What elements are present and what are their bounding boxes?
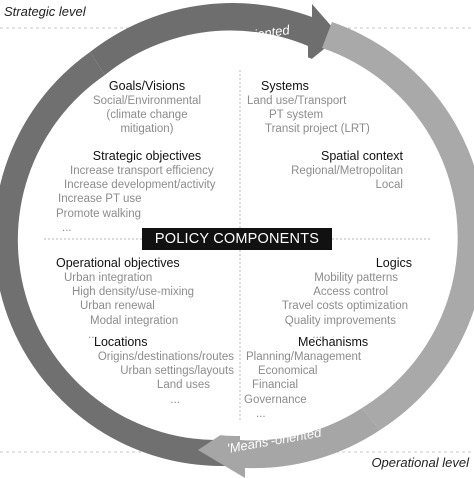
systems-item: Land use/Transport — [247, 95, 347, 107]
goals-visions-block: Goals/Visions Social/Environmental (clim… — [62, 79, 232, 137]
systems-block: Systems Land use/Transport PT system Tra… — [247, 79, 377, 137]
strategic-objective-item: ... — [62, 221, 72, 234]
logic-item: Access control — [313, 286, 388, 299]
spatial-context-block: Spatial context Regional/Metropolitan Lo… — [250, 149, 403, 192]
location-item: Origins/destinations/routes — [97, 351, 234, 363]
operational-objectives-block: Operational objectives Urban integration… — [56, 256, 236, 342]
strategic-objective-item: Promote walking — [56, 207, 142, 220]
mechanism-item: Governance — [244, 393, 307, 406]
goals-item: (climate change — [106, 109, 188, 122]
ring-right-light — [322, 22, 474, 430]
logics-heading: Logics — [375, 256, 412, 270]
mechanisms-heading: Mechanisms — [298, 335, 369, 349]
logic-item: Quality improvements — [284, 314, 396, 327]
logic-item: Mobility patterns — [314, 272, 398, 284]
mechanism-item: Planning/Management — [246, 351, 362, 363]
strategic-objectives-block: Strategic objectives Increase transport … — [56, 149, 240, 235]
location-item: Land uses — [156, 379, 210, 392]
location-item: Urban settings/layouts — [120, 365, 234, 378]
logic-item: Travel costs optimization — [281, 300, 408, 313]
means-oriented-arrow — [198, 408, 380, 478]
strategic-objective-item: Increase transport efficiency — [70, 165, 214, 177]
goals-item: mitigation) — [120, 123, 174, 136]
strategic-objectives-heading: Strategic objectives — [92, 149, 202, 163]
operational-level-label: Operational level — [371, 455, 469, 470]
operational-objective-item: Modal integration — [90, 314, 179, 327]
location-item: ... — [170, 393, 180, 406]
goals-item: Social/Environmental — [92, 95, 202, 107]
mechanisms-block: Mechanisms Planning/Management Economica… — [244, 335, 394, 421]
operational-objective-item: ... — [88, 328, 98, 341]
locations-block: Locations Origins/destinations/routes Ur… — [60, 335, 234, 407]
operational-objective-item: Urban integration — [64, 272, 153, 284]
systems-item: Transit project (LRT) — [265, 123, 370, 136]
mechanism-item: Economical — [258, 365, 318, 378]
mechanism-item: ... — [256, 407, 266, 420]
strategic-objective-item: Increase development/activity — [64, 179, 216, 192]
operational-objectives-heading: Operational objectives — [56, 256, 180, 270]
strategic-level-label: Strategic level — [4, 4, 86, 19]
systems-heading: Systems — [261, 79, 309, 93]
mechanism-item: Financial — [252, 379, 299, 392]
goals-visions-heading: Goals/Visions — [108, 79, 186, 93]
policy-components-title: POLICY COMPONENTS — [142, 228, 332, 250]
operational-objective-item: Urban renewal — [80, 300, 155, 313]
logics-block: Logics Mobility patterns Access control … — [250, 256, 412, 342]
systems-item: PT system — [269, 109, 324, 122]
ends-oriented-arrow — [90, 2, 340, 75]
spatial-context-heading: Spatial context — [321, 149, 403, 163]
strategic-objective-item: Increase PT use — [58, 193, 142, 206]
ring-left-dark — [0, 52, 225, 467]
locations-heading: Locations — [94, 335, 148, 349]
operational-objective-item: High density/use-mixing — [72, 286, 195, 299]
spatial-context-item: Local — [375, 179, 404, 192]
logic-item: ... — [312, 328, 322, 341]
spatial-context-item: Regional/Metropolitan — [291, 165, 403, 177]
